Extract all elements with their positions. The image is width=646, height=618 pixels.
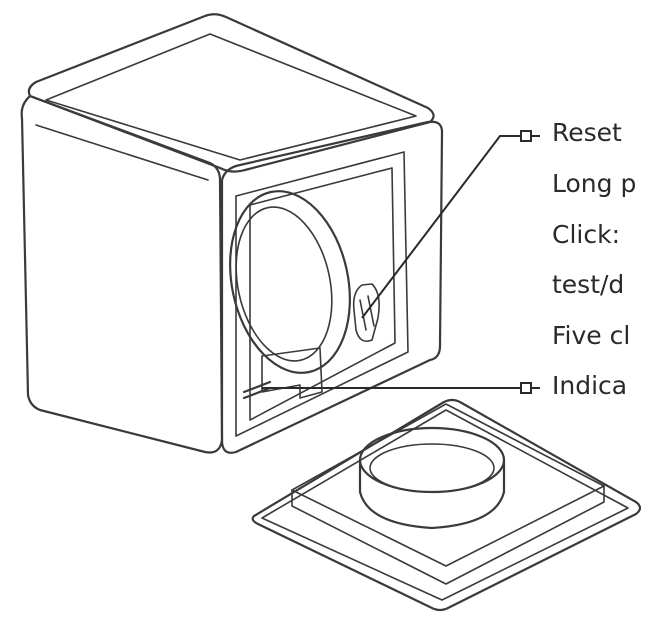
base-inner-frame-edge xyxy=(291,485,605,585)
callout-reset: Reset xyxy=(552,118,622,147)
callout-test: test/d xyxy=(552,270,625,299)
cube-left-face xyxy=(20,94,224,454)
indicator-led xyxy=(242,380,272,400)
inner-disc-inner xyxy=(235,206,333,362)
cube-top-face xyxy=(27,13,435,173)
reset-button-ridge xyxy=(359,295,375,331)
cube-opening xyxy=(235,151,409,437)
base-outer xyxy=(251,398,642,612)
cylinder-rim xyxy=(369,443,495,493)
base-outer-bevel xyxy=(261,409,629,601)
cube-opening-lip xyxy=(249,167,396,421)
inner-board xyxy=(261,347,323,399)
base-cylinder xyxy=(358,426,506,530)
callout-five-clicks: Five cl xyxy=(552,321,631,350)
indicator-leader-marker xyxy=(520,382,532,394)
inner-disc-outer xyxy=(229,190,351,374)
cube-left-face-edge xyxy=(35,124,209,181)
reset-leader-line xyxy=(361,135,540,319)
callout-leaders xyxy=(262,130,540,394)
cube-right-face xyxy=(220,120,444,454)
cube-top-inner-edge xyxy=(45,33,417,161)
reset-leader-marker xyxy=(520,130,532,142)
base-plate xyxy=(251,398,642,612)
indicator-light xyxy=(242,380,272,400)
callout-long-press: Long p xyxy=(552,169,637,198)
callout-click: Click: xyxy=(552,220,620,249)
inner-round-component xyxy=(229,190,351,399)
cylinder-side xyxy=(358,458,506,530)
callout-indicator: Indica xyxy=(552,371,628,400)
device-cube xyxy=(20,13,444,454)
